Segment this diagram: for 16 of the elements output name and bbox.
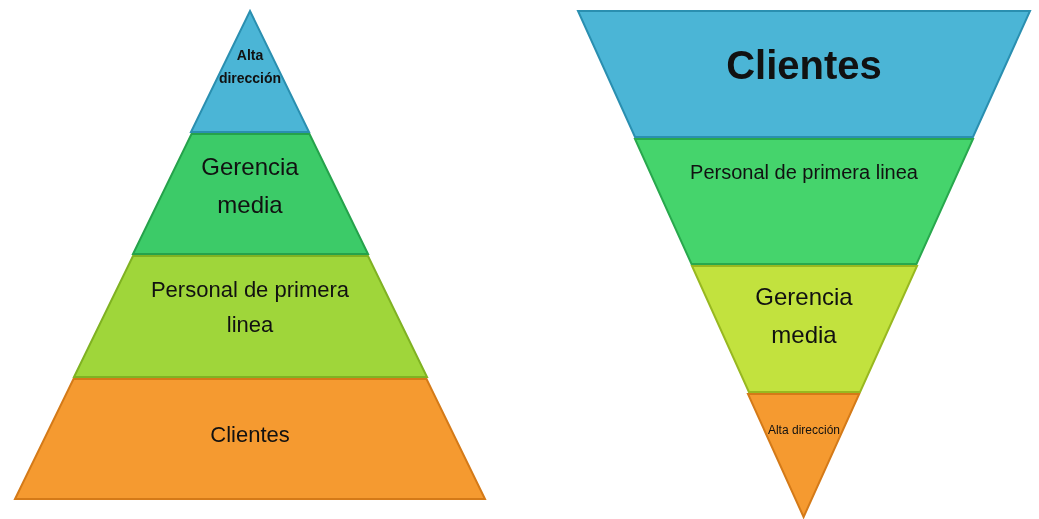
pyramid-tier: [132, 133, 368, 255]
pyramid-tier: [748, 393, 860, 518]
tier-label: Gerencia media: [754, 281, 854, 351]
tier-label: Clientes: [209, 421, 291, 450]
pyramid-tier: [191, 10, 309, 133]
pyramid-tier: [578, 10, 1030, 138]
tier-label: Gerencia media: [200, 151, 300, 220]
tier-label: Clientes: [725, 42, 883, 90]
tier-label: Personal de primera linea: [689, 159, 919, 185]
pyramid-tier: [691, 265, 917, 393]
tier-label: Alta dirección: [766, 421, 841, 439]
tier-label: Alta dirección: [217, 46, 283, 88]
tier-label: Personal de primera linea: [149, 276, 351, 340]
pyramid-tier: [73, 255, 427, 378]
pyramid-tier: [635, 138, 973, 265]
pyramid-tier: [15, 378, 485, 500]
